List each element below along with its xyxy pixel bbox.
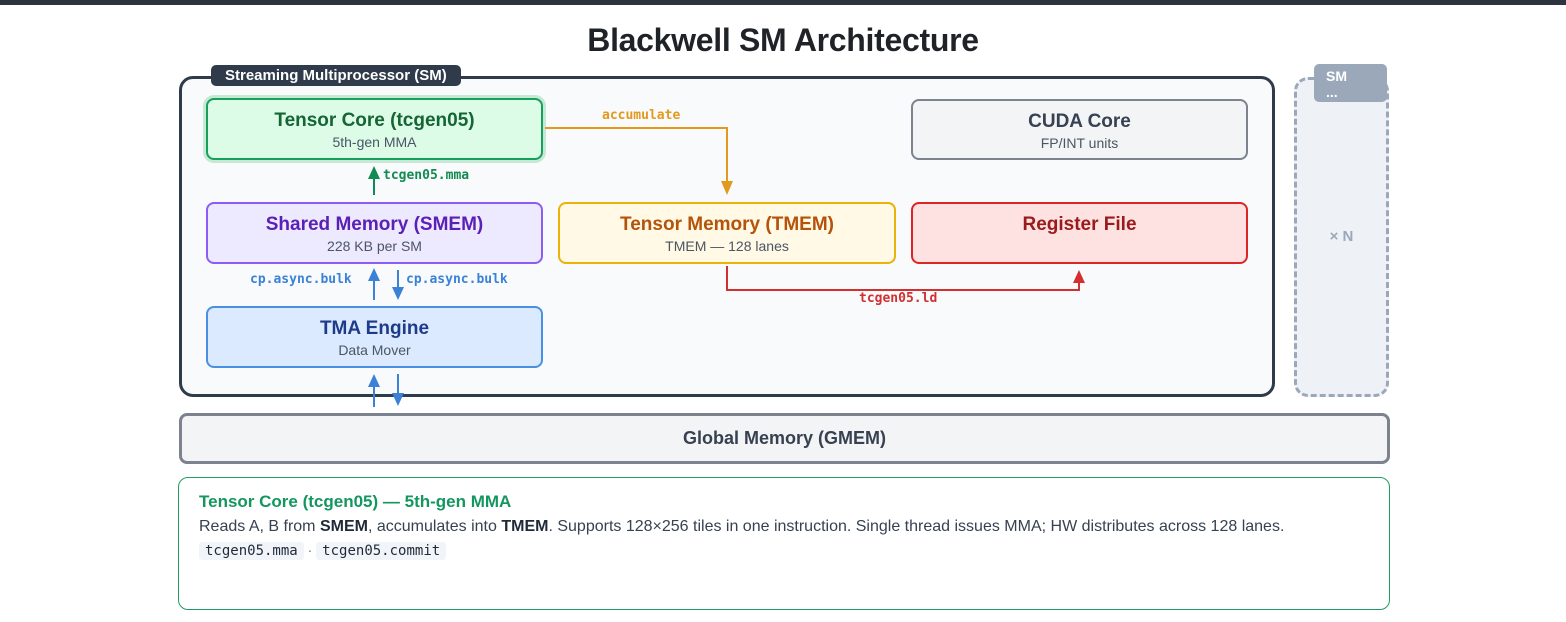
code-tcgen05-commit: tcgen05.commit (316, 542, 447, 560)
register-file-block[interactable]: Register File (911, 202, 1248, 264)
sm-label: Streaming Multiprocessor (SM) (211, 65, 461, 86)
tmem-subtitle: TMEM — 128 lanes (665, 238, 789, 254)
cuda-core-block[interactable]: CUDA Core FP/INT units (911, 99, 1248, 160)
cp-async-up-label: cp.async.bulk (250, 272, 352, 287)
tensor-core-subtitle: 5th-gen MMA (332, 134, 417, 150)
tmem-title: Tensor Memory (TMEM) (620, 214, 834, 235)
tma-subtitle: Data Mover (338, 342, 411, 358)
info-title: Tensor Core (tcgen05) — 5th-gen MMA (199, 492, 512, 511)
info-panel: Tensor Core (tcgen05) — 5th-gen MMA Read… (178, 477, 1390, 610)
sm-ghost-label: SM ... (1314, 64, 1387, 102)
info-codes: tcgen05.mma · tcgen05.commit (199, 542, 1369, 560)
sm-ghost-label-line2: ... (1326, 84, 1338, 100)
info-desc-part2: , accumulates into (367, 518, 502, 535)
sm-ghost-container (1294, 77, 1389, 397)
tensor-core-block[interactable]: Tensor Core (tcgen05) 5th-gen MMA (206, 98, 543, 160)
code-tcgen05-mma: tcgen05.mma (199, 542, 304, 560)
smem-title: Shared Memory (SMEM) (265, 214, 484, 235)
page-title: Blackwell SM Architecture (587, 22, 979, 58)
mma-label: tcgen05.mma (383, 168, 470, 183)
window-top-bar (0, 0, 1566, 5)
code-separator: · (307, 542, 313, 558)
info-desc-part1: Reads A, B from (199, 518, 320, 535)
tensor-core-title: Tensor Core (tcgen05) (274, 110, 475, 131)
mma-arrow (368, 166, 380, 195)
smem-subtitle: 228 KB per SM (327, 238, 422, 254)
tma-to-gmem-arrow (392, 374, 404, 406)
sm-ghost-label-line1: SM (1326, 68, 1347, 84)
ld-arrow (726, 266, 1085, 291)
tma-title: TMA Engine (319, 318, 430, 339)
ld-label: tcgen05.ld (859, 291, 938, 306)
info-desc-part3: . Supports 128×256 tiles in one instruct… (548, 518, 1285, 535)
cp-async-down-arrow (392, 270, 404, 300)
gmem-to-tma-arrow (368, 374, 380, 407)
info-desc-smem: SMEM (319, 518, 368, 535)
smem-block[interactable]: Shared Memory (SMEM) 228 KB per SM (206, 202, 543, 264)
sm-multiplier: × N (1329, 228, 1354, 245)
global-memory-block[interactable]: Global Memory (GMEM) (179, 413, 1390, 464)
register-file-title: Register File (1022, 214, 1137, 235)
cp-async-up-arrow (368, 268, 380, 300)
accumulate-label: accumulate (602, 108, 681, 123)
cuda-core-title: CUDA Core (1028, 111, 1131, 132)
cp-async-down-label: cp.async.bulk (406, 272, 508, 287)
tma-engine-block[interactable]: TMA Engine Data Mover (206, 306, 543, 368)
cuda-core-subtitle: FP/INT units (1040, 135, 1119, 151)
tmem-block[interactable]: Tensor Memory (TMEM) TMEM — 128 lanes (558, 202, 896, 264)
accumulate-arrow (545, 127, 733, 195)
info-description: Reads A, B from SMEM, accumulates into T… (199, 516, 1369, 538)
info-desc-tmem: TMEM (501, 518, 549, 535)
